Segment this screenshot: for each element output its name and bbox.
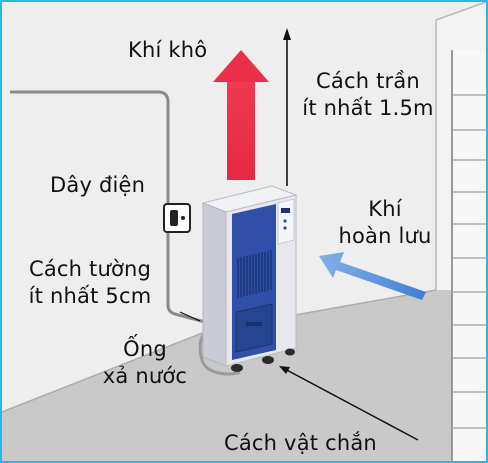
dry-air-label: Khí khô	[128, 38, 208, 62]
drain-pipe-label: Ống xả nước	[86, 336, 204, 390]
wall-leader	[179, 311, 201, 322]
cable-route	[10, 90, 170, 210]
wall-distance-label: Cách tường ít nhất 5cm	[8, 256, 172, 310]
ceiling-clearance-arrow	[283, 28, 291, 186]
obstacle-clearance-label: Cách vật chắn	[224, 431, 377, 455]
ceiling-clearance-label: Cách trần ít nhất 1.5m	[293, 68, 443, 122]
return-air-line-2: hoàn lưu	[338, 224, 432, 248]
return-air-line-1: Khí	[368, 197, 402, 221]
floor	[2, 290, 486, 461]
dehumidifier-unit	[201, 185, 298, 372]
drain-pipe-line-1: Ống	[123, 337, 167, 361]
ceiling-clearance-line-2: ít nhất 1.5m	[302, 96, 434, 120]
power-socket-icon	[163, 203, 191, 233]
ceiling-clearance-line-1: Cách trần	[316, 69, 420, 93]
drain-pipe-line-2: xả nước	[102, 364, 188, 388]
power-cord-label: Dây điện	[50, 173, 146, 197]
wall-distance-line-2: ít nhất 5cm	[28, 284, 152, 308]
return-air-arrow	[319, 252, 426, 300]
wall-distance-line-1: Cách tường	[28, 257, 152, 281]
obstacle-leader	[282, 367, 419, 441]
door	[451, 50, 488, 461]
return-air-label: Khí hoàn lưu	[330, 196, 440, 250]
dry-air-arrow	[213, 50, 269, 180]
